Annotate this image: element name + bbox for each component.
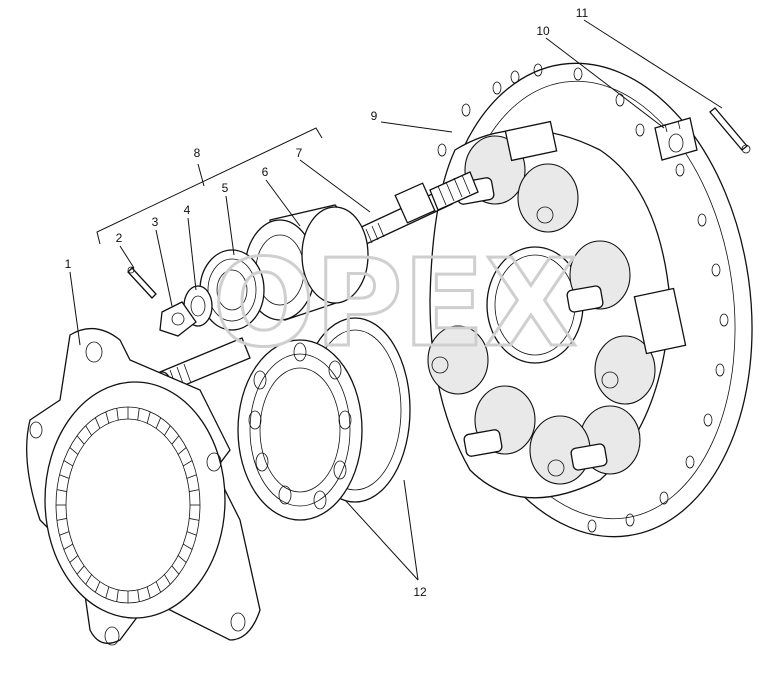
spline-tooth	[183, 460, 193, 467]
spline-tooth	[56, 489, 67, 492]
spline-tooth	[183, 543, 193, 550]
bolt-7	[354, 171, 479, 247]
spline-tooth	[94, 417, 101, 429]
callout-8: 8	[194, 146, 201, 160]
spline-tooth	[155, 417, 162, 429]
spline-tooth	[63, 543, 73, 550]
bearing-12	[237, 317, 411, 521]
spline-tooth	[85, 574, 92, 585]
spline-tooth	[69, 555, 79, 563]
cotter-pin-11	[709, 107, 751, 154]
spline-tooth	[85, 425, 92, 436]
cotter-pin-2	[127, 266, 157, 299]
spline-tooth	[164, 425, 171, 436]
spline-tooth	[69, 447, 79, 455]
spline-tooth	[171, 435, 180, 445]
callout-11: 11	[576, 6, 589, 20]
spline-tooth	[76, 565, 85, 575]
callout-6: 6	[262, 165, 269, 179]
callout-2: 2	[116, 231, 123, 245]
spline-tooth	[177, 447, 187, 455]
spline-tooth	[56, 518, 67, 521]
callout-5: 5	[222, 181, 229, 195]
spline-tooth	[146, 411, 151, 424]
callout-1: 1	[65, 257, 72, 271]
spline-tooth	[189, 489, 200, 492]
spline-tooth	[189, 518, 200, 521]
castle-nut-10	[654, 117, 698, 161]
planet-gear-6	[244, 204, 369, 321]
spline-tooth	[116, 408, 119, 421]
callout-9: 9	[371, 109, 378, 123]
spline-tooth	[116, 589, 119, 602]
callout-4: 4	[184, 203, 191, 217]
spline-tooth	[59, 531, 70, 536]
spline-tooth	[186, 531, 197, 536]
watermark-logo: OPEX	[213, 235, 577, 374]
callout-7: 7	[296, 146, 303, 160]
spline-tooth	[105, 586, 110, 599]
spline-tooth	[63, 460, 73, 467]
bearing-5	[199, 249, 265, 331]
callouts: 1 2 3 4 5 6 7 8 9 10 11 12	[65, 6, 589, 599]
spline-tooth	[76, 435, 85, 445]
planet-carrier-housing	[427, 62, 753, 538]
callout-3: 3	[152, 215, 159, 229]
callout-12: 12	[413, 585, 427, 599]
spline-tooth	[137, 589, 140, 602]
spline-tooth	[94, 581, 101, 593]
spline-tooth	[171, 565, 180, 575]
spline-tooth	[59, 474, 70, 479]
spline-tooth	[105, 411, 110, 424]
spline-tooth	[146, 586, 151, 599]
castle-nut-3	[159, 301, 197, 337]
spline-tooth	[177, 555, 187, 563]
spline-tooth	[186, 474, 197, 479]
hub-flange-1	[26, 328, 261, 646]
leader-lines	[69, 19, 723, 581]
spline-tooth	[137, 408, 140, 421]
spline-tooth	[164, 574, 171, 585]
callout-10: 10	[536, 24, 550, 38]
spline-tooth	[155, 581, 162, 593]
